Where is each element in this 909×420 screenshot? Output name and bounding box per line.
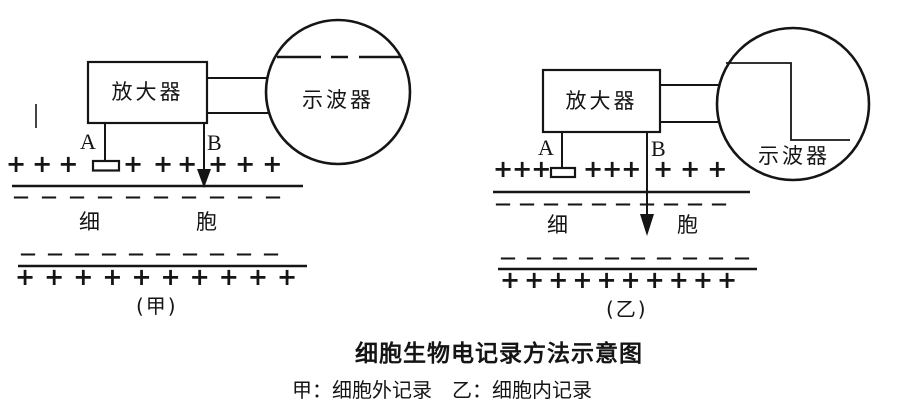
left-amplifier-label: 放大器 <box>111 80 184 104</box>
left-cell-label-2: 胞 <box>196 210 220 234</box>
right-electrode-a-tip <box>549 166 577 179</box>
right-electrode-b-arrowhead <box>640 214 654 236</box>
right-charge-row-outer-top-3: +++ <box>653 155 735 183</box>
left-electrode-a-label: A <box>80 129 96 154</box>
right-panel-tag: (乙) <box>606 297 648 321</box>
right-cell-label-1: 细 <box>547 213 571 237</box>
left-charge-row-outer-top-4: +++ <box>208 150 290 178</box>
left-charge-row-outer-top-2: + <box>123 150 144 178</box>
left-electrode-b-arrowhead <box>197 169 211 188</box>
left-electrode-b-label: B <box>207 130 222 155</box>
left-cell-label-1: 细 <box>79 210 103 234</box>
right-charge-row-inner-bottom: —————————— <box>500 248 760 267</box>
left-amplifier-box <box>86 60 209 125</box>
figure-title: 细胞生物电记录方法示意图 <box>355 341 643 367</box>
left-charge-row-inner-bottom: —————————— <box>20 244 290 263</box>
left-charge-row-inner-top: —————————— <box>13 187 293 206</box>
left-charge-row-outer-top-3: ++ <box>153 150 202 178</box>
left-panel-tag: (甲) <box>136 294 178 318</box>
right-electrode-a-label: A <box>538 135 554 160</box>
right-charge-row-outer-top-1: +++ <box>493 155 551 183</box>
right-oscilloscope-label: 示波器 <box>758 144 830 168</box>
left-charge-row-outer-bottom: ++++++++++ <box>15 263 307 291</box>
figure-subtitle: 甲：细胞外记录 乙：细胞内记录 <box>292 378 592 402</box>
left-charge-row-outer-top-1: +++ <box>6 150 85 178</box>
right-scope-step-trace <box>726 62 850 141</box>
right-charge-row-inner-top: —————————— <box>495 194 735 213</box>
right-cell-label-2: 胞 <box>677 213 701 237</box>
right-amplifier-box <box>541 68 662 134</box>
right-charge-row-outer-top-2: +++ <box>583 155 641 183</box>
right-oscilloscope-circle <box>715 26 871 182</box>
left-oscilloscope-label: 示波器 <box>302 88 374 112</box>
right-charge-row-outer-bottom: ++++++++++ <box>500 266 742 294</box>
left-electrode-a-tip <box>91 159 121 172</box>
right-amplifier-label: 放大器 <box>565 89 638 113</box>
right-electrode-b-label: B <box>651 136 666 161</box>
